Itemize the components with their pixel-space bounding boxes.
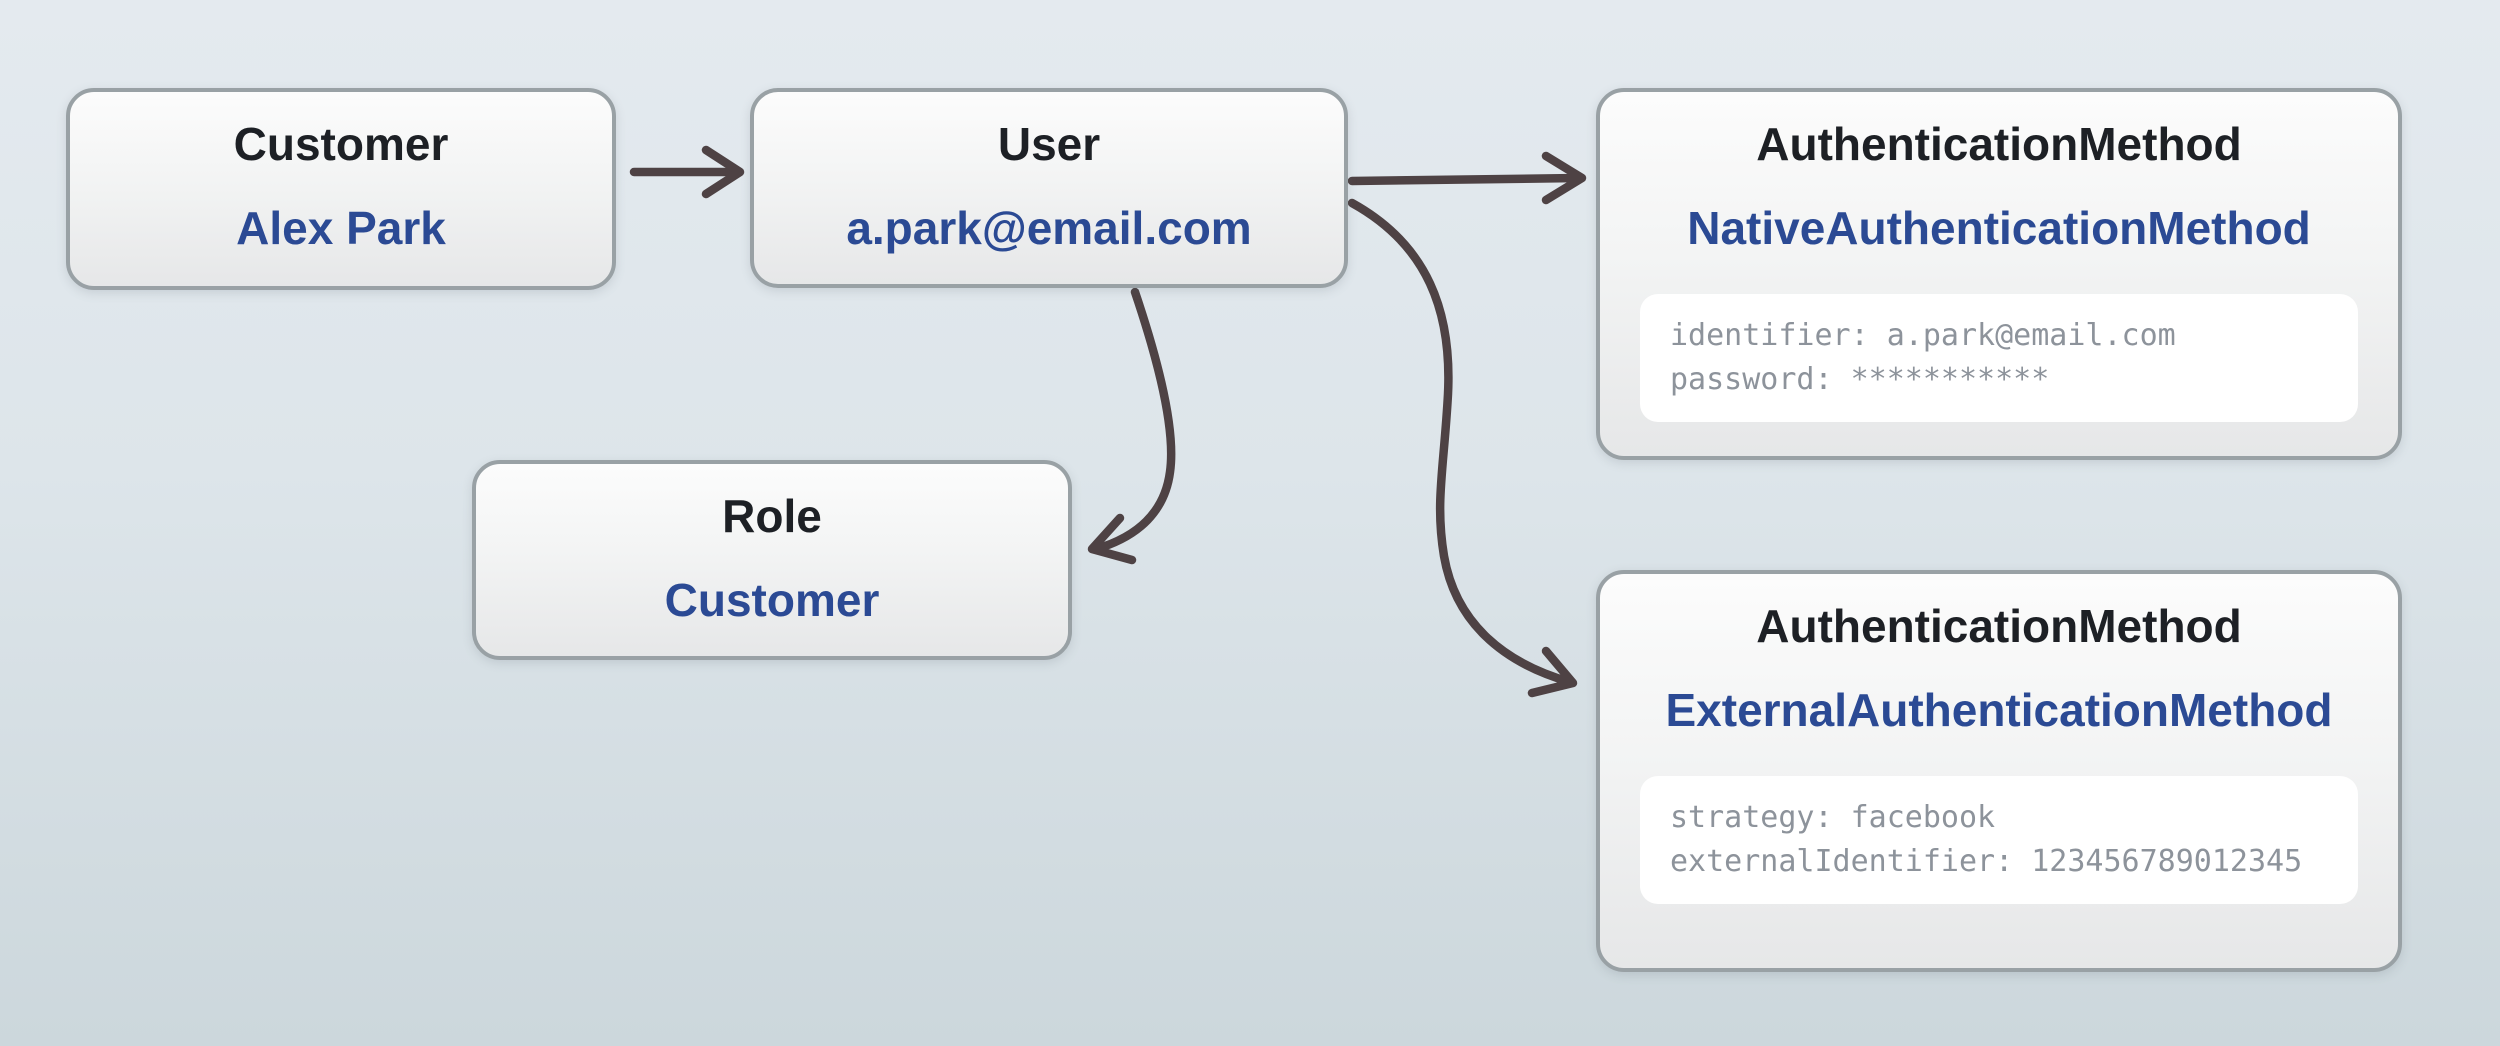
arrow-user-to-native-auth <box>1347 151 1587 205</box>
attributes-panel: identifier: a.park@email.com password: *… <box>1640 294 2358 422</box>
node-title: Role <box>722 490 822 542</box>
node-role: Role Customer <box>472 460 1072 660</box>
arrow-customer-to-user <box>629 145 745 199</box>
node-title: AuthenticationMethod <box>1756 118 2242 170</box>
node-authmethod-native: AuthenticationMethod NativeAuthenticatio… <box>1596 88 2402 460</box>
node-value: Customer <box>664 574 880 626</box>
attribute-line: externalIdentifier: 123456789012345 <box>1670 844 2303 879</box>
node-value: NativeAuthenticationMethod <box>1687 202 2311 254</box>
node-value: ExternalAuthenticationMethod <box>1665 684 2333 736</box>
node-authmethod-external: AuthenticationMethod ExternalAuthenticat… <box>1596 570 2402 972</box>
attribute-line: identifier: a.park@email.com <box>1670 318 2176 353</box>
arrow-user-to-external-auth <box>1347 198 1578 698</box>
node-title: User <box>997 118 1101 170</box>
attribute-line: password: *********** <box>1670 362 2050 397</box>
arrow-user-to-role <box>1087 287 1176 565</box>
node-value: Alex Park <box>236 202 446 254</box>
node-value: a.park@email.com <box>846 202 1252 254</box>
node-customer: Customer Alex Park <box>66 88 616 290</box>
attribute-line: strategy: facebook <box>1670 800 1996 835</box>
attributes-panel: strategy: facebook externalIdentifier: 1… <box>1640 776 2358 904</box>
node-user: User a.park@email.com <box>750 88 1348 288</box>
node-title: Customer <box>233 118 449 170</box>
node-title: AuthenticationMethod <box>1756 600 2242 652</box>
